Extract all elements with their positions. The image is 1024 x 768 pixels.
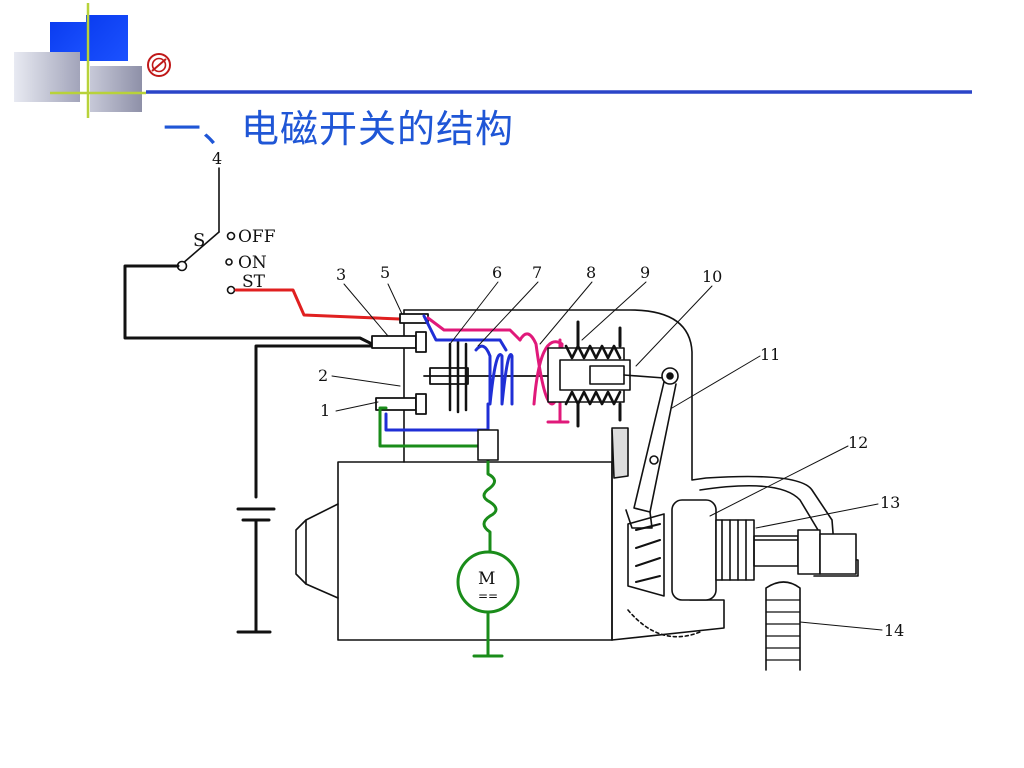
- callout-13: 13: [880, 493, 900, 512]
- switch-position-on: ON: [238, 253, 267, 273]
- deco-square-blue-top: [86, 15, 128, 61]
- plunger: [547, 347, 665, 403]
- pull-coil: [384, 314, 514, 432]
- callout-5: 5: [380, 263, 390, 282]
- callout-8: 8: [586, 263, 596, 282]
- callout-9: 9: [640, 263, 650, 282]
- switch-label: S: [193, 230, 205, 251]
- slide-title: 一、电磁开关的结构: [163, 107, 515, 151]
- callout-7: 7: [532, 263, 542, 282]
- shift-lever: [625, 367, 679, 529]
- callout-10: 10: [702, 267, 722, 286]
- motor-sub-label: ==: [478, 589, 498, 603]
- st-wire: [234, 288, 402, 321]
- drive-pinion: [627, 499, 857, 601]
- callout-11: 11: [760, 345, 780, 364]
- callout-3: 3: [336, 265, 346, 284]
- deco-square-grey-right: [90, 66, 142, 112]
- ignition-switch: [176, 167, 236, 295]
- callout-2: 2: [318, 366, 328, 385]
- motor-label: M: [478, 569, 495, 589]
- motor-terminal-block: [477, 429, 499, 461]
- switch-position-off: OFF: [238, 227, 276, 247]
- return-spring: [564, 344, 622, 406]
- header-decoration: [14, 3, 972, 118]
- battery-circuit: [123, 264, 374, 634]
- flange-plates: [576, 320, 622, 428]
- callout-1: 1: [320, 401, 330, 420]
- switch-position-st: ST: [242, 272, 266, 292]
- motor-circuit: [378, 406, 520, 658]
- hold-coil: [426, 316, 570, 424]
- ring-gear: [765, 581, 801, 671]
- callout-14: 14: [884, 621, 904, 640]
- logo-icon: [147, 53, 171, 77]
- motor-body: [295, 461, 613, 641]
- callout-leaders: [331, 281, 883, 631]
- battery-icon: [236, 507, 276, 634]
- callout-12: 12: [848, 433, 868, 452]
- callout-6: 6: [492, 263, 502, 282]
- callout-4: 4: [212, 149, 222, 168]
- contact-disc: [448, 338, 468, 414]
